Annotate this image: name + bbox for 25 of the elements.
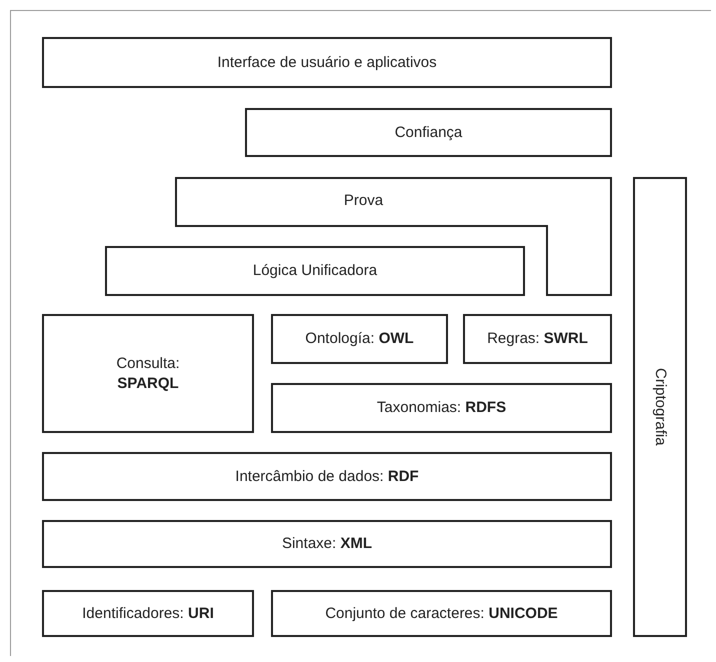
layer-box	[105, 246, 525, 296]
layer-box	[42, 520, 612, 568]
layer-box	[463, 314, 612, 364]
layer-box	[271, 383, 612, 433]
layer-label: Prova	[344, 191, 384, 211]
layer-box	[271, 314, 448, 364]
layer-label: Interface de usuário e aplicativos	[217, 52, 437, 72]
layer-box	[633, 177, 687, 637]
layer-box	[245, 108, 612, 157]
layer-label: Regras: SWRL	[487, 329, 588, 349]
layer-box	[42, 37, 612, 88]
layer-box	[42, 452, 612, 501]
layer-label: Intercâmbio de dados: RDF	[235, 466, 419, 486]
layer-label: Sintaxe: XML	[282, 534, 372, 554]
layer-label: Identificadores: URI	[82, 604, 214, 624]
layer-box	[271, 590, 612, 637]
layer-label: Taxonomias: RDFS	[376, 398, 506, 418]
layer-label: Ontología: OWL	[305, 329, 414, 349]
layer-label: Criptografia	[651, 368, 670, 446]
layer-box	[42, 590, 254, 637]
layer-label: Consulta: SPARQL	[115, 354, 181, 394]
layer-label: Lógica Unificadora	[252, 261, 378, 281]
layer-label: Conjunto de caracteres: UNICODE	[325, 604, 558, 624]
layer-label: Confiança	[394, 122, 462, 142]
layer-box	[42, 314, 254, 433]
